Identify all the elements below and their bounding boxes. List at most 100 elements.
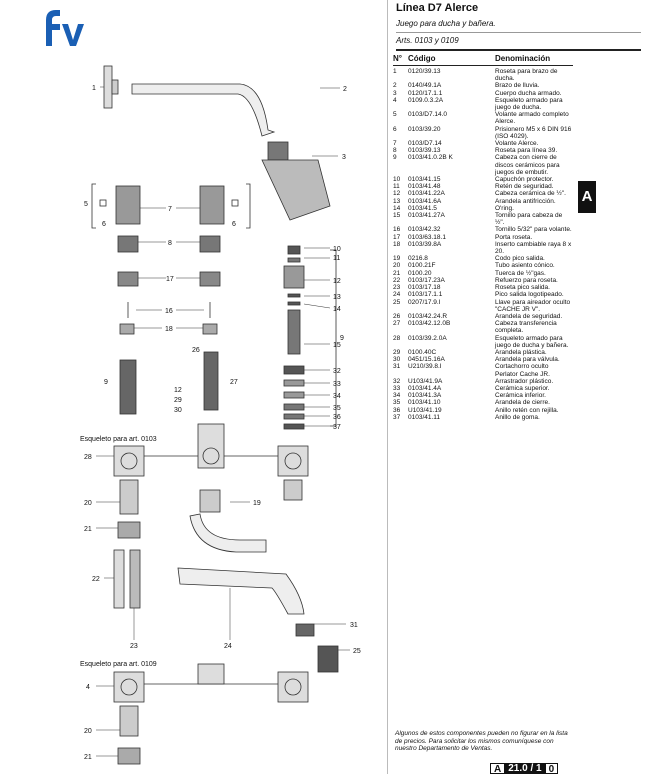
callout-21-a: 21 — [84, 526, 92, 533]
row-code: 0120/17.1.1 — [408, 89, 443, 97]
callout-30: 30 — [174, 407, 182, 414]
row-code: 0103/41.11 — [408, 413, 441, 421]
row-num: 27 — [393, 320, 401, 328]
row-code: 0451/15.16A — [408, 356, 445, 364]
row-num: 25 — [393, 298, 401, 306]
row-num: 23 — [393, 284, 401, 292]
row-code: U103/41.19 — [408, 406, 442, 414]
row-code: 0207/17.9.I — [408, 298, 441, 306]
row-num: 30 — [393, 356, 401, 364]
part-3-ducha-top — [267, 141, 289, 161]
row-code: 0103/42.32 — [408, 226, 441, 234]
page-title: Línea D7 Alerce — [396, 2, 479, 14]
row-denominacion: Cerámica superior. — [495, 384, 550, 392]
part-34 — [283, 391, 305, 399]
arts-label: Arts. 0103 y 0109 — [396, 36, 459, 45]
part-4-right — [277, 671, 309, 703]
row-code: 0103/41.27A — [408, 212, 445, 220]
row-num: 15 — [393, 212, 401, 220]
row-denominacion: Tornillo 5/32" para volante. — [495, 226, 572, 234]
part-22 — [113, 549, 125, 609]
row-num: 3 — [393, 89, 397, 97]
callout-8: 8 — [168, 240, 172, 247]
row-code: 0103/41.0.2B K — [408, 154, 453, 162]
row-code: 0140/49.1A — [408, 82, 442, 90]
row-code: 0109.0.3.2A — [408, 96, 444, 104]
callout-12-left: 12 — [174, 387, 182, 394]
row-num: 11 — [393, 183, 400, 191]
row-code: 0103/39.2.0A — [408, 334, 447, 342]
part-20-a — [119, 479, 139, 515]
part-4-left — [113, 671, 145, 703]
part-25 — [317, 645, 339, 673]
row-num: 22 — [393, 276, 401, 284]
callout-27: 27 — [230, 379, 238, 386]
callout-26: 26 — [192, 347, 200, 354]
row-num: 17 — [393, 233, 401, 241]
row-denominacion: Anillo de goma. — [495, 413, 540, 421]
row-denominacion: Cabeza transferencia completa. — [495, 320, 557, 335]
part-10 — [287, 245, 301, 255]
part-7-volante-left — [115, 185, 141, 225]
row-num: 6 — [393, 125, 397, 133]
part-21-a — [117, 521, 141, 539]
callout-9-right: 9 — [340, 335, 344, 342]
part-33 — [283, 379, 305, 387]
callout-16: 16 — [165, 308, 173, 315]
column-divider — [387, 0, 388, 774]
row-denominacion: Arrastrador plástico. — [495, 377, 554, 385]
caption-esqueleto-0103: Esqueleto para art. 0103 — [80, 436, 157, 443]
row-denominacion: Arandela de seguridad. — [495, 312, 563, 320]
part-17-left — [117, 271, 139, 287]
part-28-right — [277, 445, 309, 477]
part-12 — [283, 265, 305, 289]
row-num: 5 — [393, 111, 397, 119]
row-code: 0103/41.4A — [408, 384, 442, 392]
parts-table-header: N° Código Denominación — [393, 54, 573, 66]
row-code: 0103/41.10 — [408, 399, 441, 407]
callout-24: 24 — [224, 643, 232, 650]
row-code: 0103/41.15 — [408, 176, 441, 184]
row-denominacion: Prisionero M5 x 6 DIN 916 (ISO 4029). — [495, 125, 572, 140]
row-num: 29 — [393, 348, 401, 356]
row-denominacion: Cabeza con cierre de discos cerámicos pa… — [495, 154, 560, 176]
part-37 — [283, 423, 305, 430]
row-denominacion: Anillo retén con rejilla. — [495, 406, 559, 414]
row-denominacion: Esqueleto armado para juego de ducha. — [495, 96, 563, 112]
page-badge: A 21.0 / 1 0 — [490, 763, 559, 774]
row-denominacion: Capuchón protector. — [495, 176, 554, 184]
row-denominacion: Roseta para línea 39. — [495, 147, 558, 155]
row-num: 26 — [393, 312, 401, 320]
callout-20-a: 20 — [84, 500, 92, 507]
row-num: 35 — [393, 399, 401, 407]
row-num: 2 — [393, 82, 397, 90]
callout-3: 3 — [342, 154, 346, 161]
row-code: 0103/39.20 — [408, 125, 441, 133]
row-num: 13 — [393, 197, 401, 205]
header-num: N° — [393, 54, 402, 63]
row-denominacion: Tuerca de ½"gas. — [495, 269, 546, 277]
callout-34: 34 — [333, 393, 341, 400]
part-2-brazo — [131, 83, 276, 137]
row-code: 0103/17.18 — [408, 284, 441, 292]
callout-19: 19 — [253, 500, 261, 507]
part-9-cabeza — [119, 359, 137, 415]
row-denominacion: Tubo asiento cónico. — [495, 262, 555, 270]
row-code: 0103/41.6A — [408, 197, 442, 205]
callout-14: 14 — [333, 306, 341, 313]
